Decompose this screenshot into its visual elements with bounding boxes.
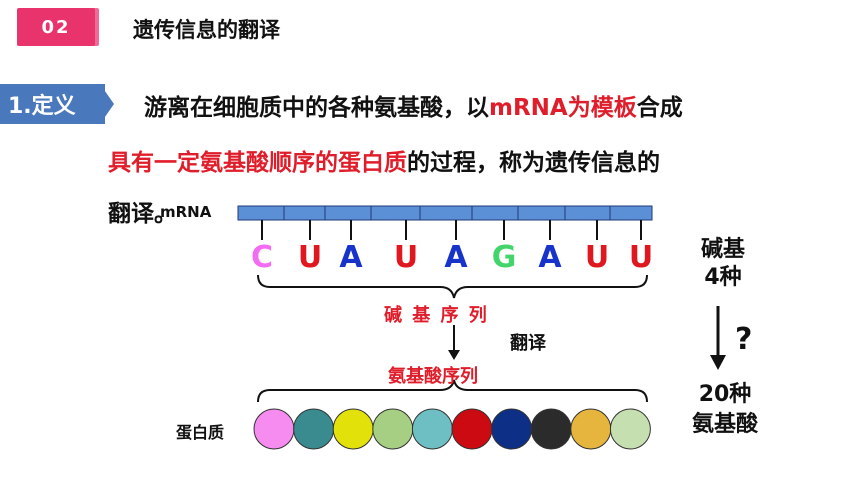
amino-acid-bead	[332, 408, 374, 450]
question-mark: ?	[735, 322, 753, 357]
mrna-strand	[237, 205, 653, 221]
amino-acid-bead	[491, 408, 533, 450]
amino-acid-bead	[570, 408, 612, 450]
definition-highlight-mrna: mRNA为模板	[489, 95, 637, 121]
section-number-badge: 02	[17, 8, 95, 46]
amino-acid-bead	[609, 408, 651, 450]
base-types-line-2: 4种	[704, 265, 742, 290]
mrna-label: mRNA	[160, 203, 212, 221]
section-title: 遗传信息的翻译	[133, 18, 280, 42]
base-ticks	[261, 220, 642, 240]
amino-sequence-label: 氨基酸序列	[388, 366, 478, 387]
base-types-line-1: 碱基	[700, 237, 745, 262]
base-a: A	[538, 240, 562, 275]
definition-label: 1.定义	[0, 84, 105, 124]
amino-acid-bead	[451, 408, 493, 450]
base-g: G	[491, 240, 517, 275]
base-u: U	[297, 240, 323, 275]
base-c: C	[250, 240, 274, 275]
amino-types-label: 20种 氨基酸	[680, 380, 770, 440]
definition-line-2: 具有一定氨基酸顺序的蛋白质的过程，称为遗传信息的	[108, 143, 660, 177]
definition-highlight-protein: 具有一定氨基酸顺序的蛋白质	[108, 150, 407, 176]
protein-label: 蛋白质	[176, 423, 225, 442]
translate-label: 翻译	[510, 333, 546, 354]
base-u: U	[393, 240, 419, 275]
base-sequence-brace	[257, 274, 648, 299]
base-a: A	[339, 240, 363, 275]
base-u: U	[584, 240, 610, 275]
amino-acid-beads	[253, 408, 651, 450]
definition-text: 合成	[636, 95, 683, 121]
definition-text: 的过程，称为遗传信息的	[407, 150, 660, 176]
amino-acid-bead	[411, 408, 453, 450]
amino-acid-bead	[530, 408, 572, 450]
base-a: A	[444, 240, 468, 275]
definition-label-arrow	[100, 84, 114, 124]
amino-acid-bead	[253, 408, 295, 450]
amino-acid-bead	[293, 408, 335, 450]
definition-line-3: 翻译。	[108, 201, 177, 227]
amino-acid-bead	[372, 408, 414, 450]
base-u: U	[628, 240, 654, 275]
definition-line-1: 游离在细胞质中的各种氨基酸，以mRNA为模板合成	[144, 88, 683, 122]
amino-sequence-brace	[257, 379, 648, 403]
amino-types-line-1: 20种	[698, 382, 752, 407]
base-sequence-label: 碱 基 序 列	[384, 305, 489, 326]
base-types-label: 碱基 4种	[688, 236, 758, 292]
amino-types-line-2: 氨基酸	[691, 412, 758, 437]
right-down-arrow	[710, 306, 726, 370]
definition-text: 游离在细胞质中的各种氨基酸，以	[144, 95, 489, 121]
translation-arrow	[448, 325, 460, 360]
